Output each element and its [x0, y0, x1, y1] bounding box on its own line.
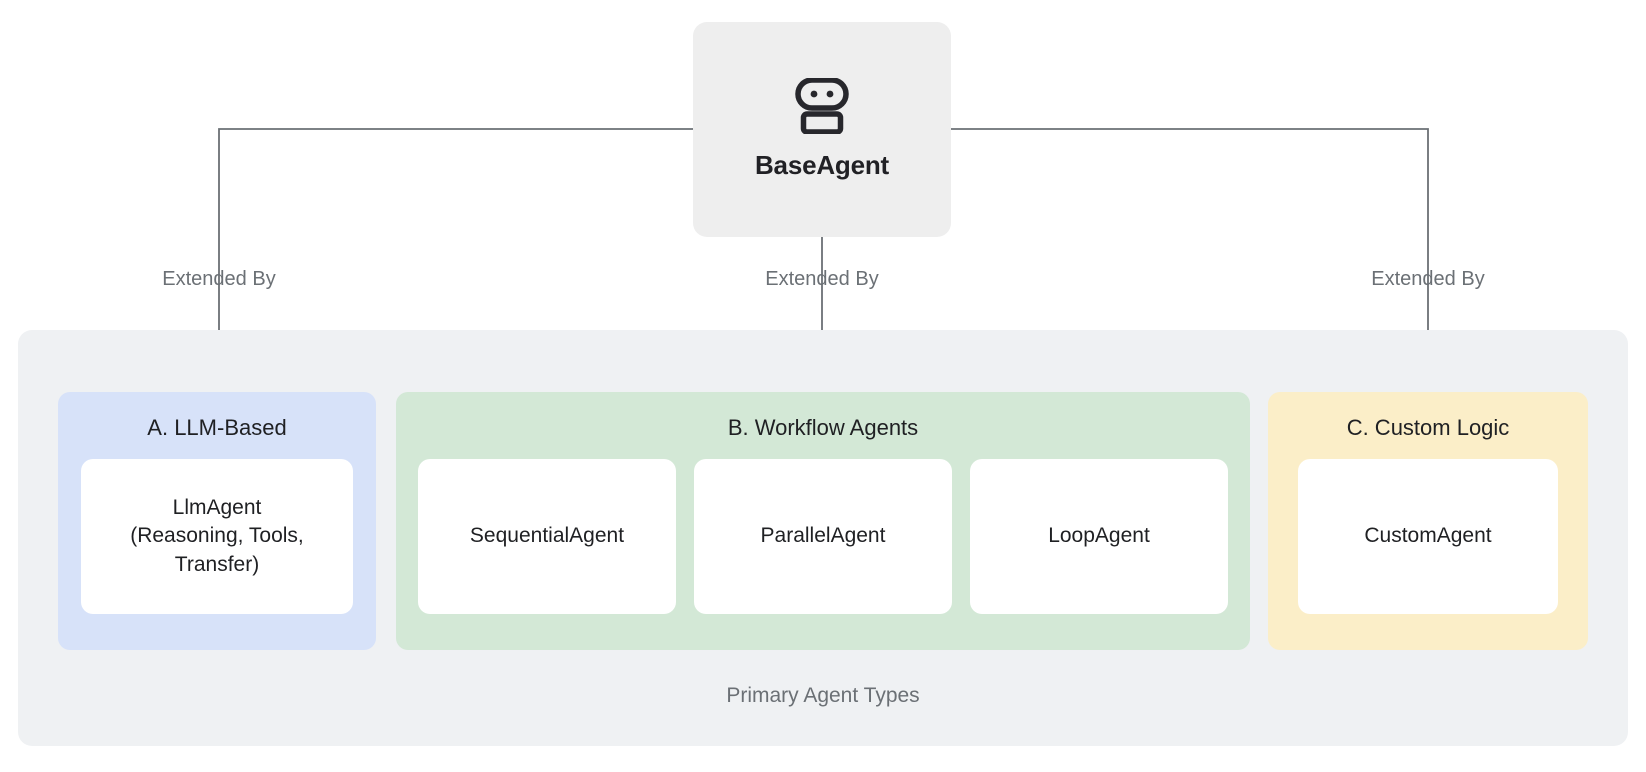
node-baseagent[interactable]: BaseAgent: [693, 22, 951, 237]
robot-icon: [795, 78, 849, 134]
node-customagent[interactable]: CustomAgent: [1298, 459, 1558, 614]
node-loopagent[interactable]: LoopAgent: [970, 459, 1228, 614]
category-custom-logic-nodes: CustomAgent: [1268, 459, 1588, 636]
edge-label-right: Extended By: [1371, 268, 1485, 290]
node-baseagent-label: BaseAgent: [754, 150, 889, 180]
category-llm-based[interactable]: A. LLM-Based LlmAgent(Reasoning, Tools,T…: [58, 392, 376, 650]
edge-label-left: Extended By: [162, 268, 276, 290]
category-custom-logic-title: C. Custom Logic: [1346, 415, 1510, 440]
category-llm-based-nodes: LlmAgent(Reasoning, Tools,Transfer): [58, 459, 376, 636]
category-custom-logic[interactable]: C. Custom Logic CustomAgent: [1268, 392, 1588, 650]
node-sequentialagent[interactable]: SequentialAgent: [418, 459, 676, 614]
edge-label-middle: Extended By: [765, 268, 879, 290]
category-llm-based-title: A. LLM-Based: [147, 415, 287, 440]
category-workflow-agents-nodes: SequentialAgent ParallelAgent LoopAgent: [396, 459, 1250, 636]
group-caption: Primary Agent Types: [726, 684, 920, 707]
category-workflow-agents-title: B. Workflow Agents: [727, 415, 919, 440]
category-workflow-agents[interactable]: B. Workflow Agents SequentialAgent Paral…: [396, 392, 1250, 650]
node-llmagent[interactable]: LlmAgent(Reasoning, Tools,Transfer): [81, 459, 353, 614]
node-parallelagent[interactable]: ParallelAgent: [694, 459, 952, 614]
